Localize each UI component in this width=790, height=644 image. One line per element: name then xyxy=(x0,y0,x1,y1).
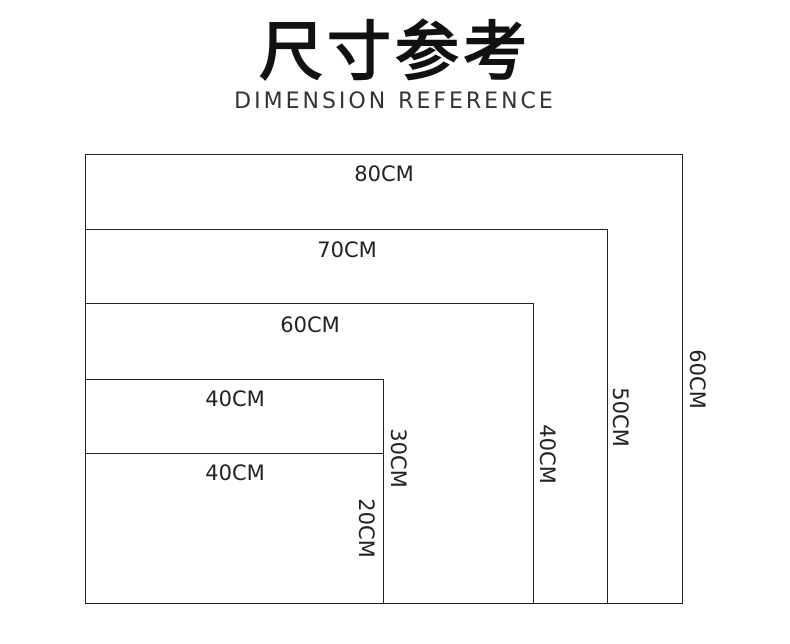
width-label-40-top: 40CM xyxy=(205,387,265,411)
height-label-40: 40CM xyxy=(535,424,559,484)
height-label-60: 60CM xyxy=(685,349,709,409)
page-subtitle: DIMENSION REFERENCE xyxy=(234,89,556,114)
width-label-70: 70CM xyxy=(317,238,377,262)
page-title: 尺寸参考 xyxy=(259,16,531,90)
height-label-20: 20CM xyxy=(354,498,378,558)
height-label-30: 30CM xyxy=(386,428,410,488)
height-label-50: 50CM xyxy=(608,387,632,447)
width-label-60: 60CM xyxy=(280,313,340,337)
width-label-80: 80CM xyxy=(354,162,414,186)
width-label-40-bottom: 40CM xyxy=(205,461,265,485)
size-box-40x20 xyxy=(85,453,384,604)
